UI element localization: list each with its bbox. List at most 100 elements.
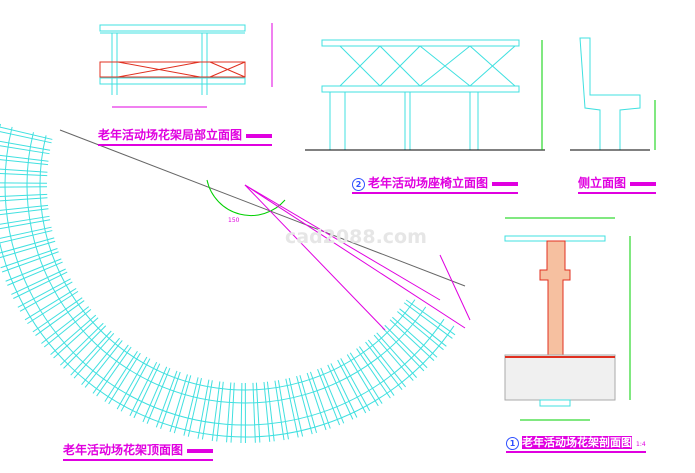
slat (104, 350, 138, 402)
slat (0, 154, 49, 162)
slat (0, 204, 49, 211)
slat (0, 208, 49, 216)
scale-bar (630, 181, 657, 186)
watermark: cad2088.com (285, 226, 427, 248)
slat (24, 288, 77, 321)
beam-arc (0, 123, 455, 438)
slat (373, 334, 414, 381)
slat (120, 358, 151, 412)
slat (240, 382, 243, 443)
slat (35, 300, 85, 336)
slat (0, 126, 53, 140)
angle-label: 150 (228, 217, 240, 224)
dimension-lines (244, 184, 471, 331)
title-text: 侧立面图 (578, 176, 627, 190)
slat (0, 145, 50, 155)
slat (142, 366, 168, 423)
slat (309, 371, 331, 429)
slat (0, 248, 58, 269)
slat (389, 319, 435, 361)
slat (41, 306, 90, 344)
pergola-top-view (0, 123, 456, 444)
slat (5, 258, 62, 282)
drawing-number: 1 (506, 437, 519, 450)
slat (0, 230, 53, 244)
slat (0, 159, 49, 166)
slat (173, 375, 192, 434)
slat (365, 341, 403, 390)
slat (0, 193, 48, 198)
slat (43, 308, 92, 348)
slat (266, 381, 275, 442)
slat (96, 346, 132, 397)
pergola-partial-elevation (99, 23, 273, 108)
slat (367, 339, 407, 388)
slat (73, 332, 115, 379)
slat (11, 268, 66, 295)
slat (359, 346, 395, 396)
bench-elevation (305, 39, 545, 151)
slat (349, 352, 383, 404)
slat (0, 186, 48, 188)
slat (327, 364, 354, 420)
slat (187, 378, 202, 437)
slat (0, 182, 48, 184)
bench-side-elevation (570, 37, 656, 151)
slat (201, 380, 213, 440)
slat (0, 226, 52, 239)
slat (63, 325, 107, 369)
slat (230, 382, 235, 443)
title-text: 老年活动场座椅立面图 (368, 176, 489, 190)
pergola-section (504, 217, 631, 421)
slat (0, 140, 51, 151)
slat (274, 380, 285, 441)
slat (0, 172, 48, 177)
slat (197, 379, 210, 439)
slat (129, 361, 158, 417)
slat (216, 381, 224, 442)
scale-bar (187, 448, 214, 453)
slat (337, 359, 367, 414)
scale-text: 1:4 (636, 441, 646, 448)
slat (252, 382, 256, 443)
title-text: 老年活动场花架剖面图 (522, 436, 632, 449)
slat (13, 271, 68, 299)
slat (155, 370, 178, 428)
title-text: 老年活动场花架局部立面图 (98, 128, 243, 142)
side-elevation-title: 侧立面图 (578, 174, 657, 194)
slat (160, 371, 181, 429)
slat (17, 278, 71, 308)
slat (405, 299, 456, 336)
slat (399, 308, 447, 347)
top-view-title: 老年活动场花架顶面图 (63, 441, 214, 461)
slat (133, 363, 161, 419)
slat (306, 372, 327, 431)
slat (0, 240, 56, 259)
scale-bar (246, 133, 273, 138)
slat (346, 354, 379, 407)
slat (340, 358, 371, 412)
slat (116, 356, 148, 410)
slat (397, 311, 444, 351)
slat (53, 317, 99, 359)
slat (403, 302, 453, 339)
slat (288, 377, 304, 437)
slat (60, 322, 104, 366)
slat (384, 324, 428, 369)
angle-arc (206, 179, 286, 217)
slat (381, 327, 425, 372)
slat (285, 378, 299, 438)
slat (299, 375, 318, 434)
slat (317, 369, 341, 426)
title-text: 老年活动场花架顶面图 (63, 443, 184, 457)
slat (27, 290, 79, 325)
slat (330, 363, 358, 418)
slat (376, 332, 418, 378)
slat (277, 380, 289, 440)
slat (84, 340, 123, 388)
slat (108, 352, 141, 405)
